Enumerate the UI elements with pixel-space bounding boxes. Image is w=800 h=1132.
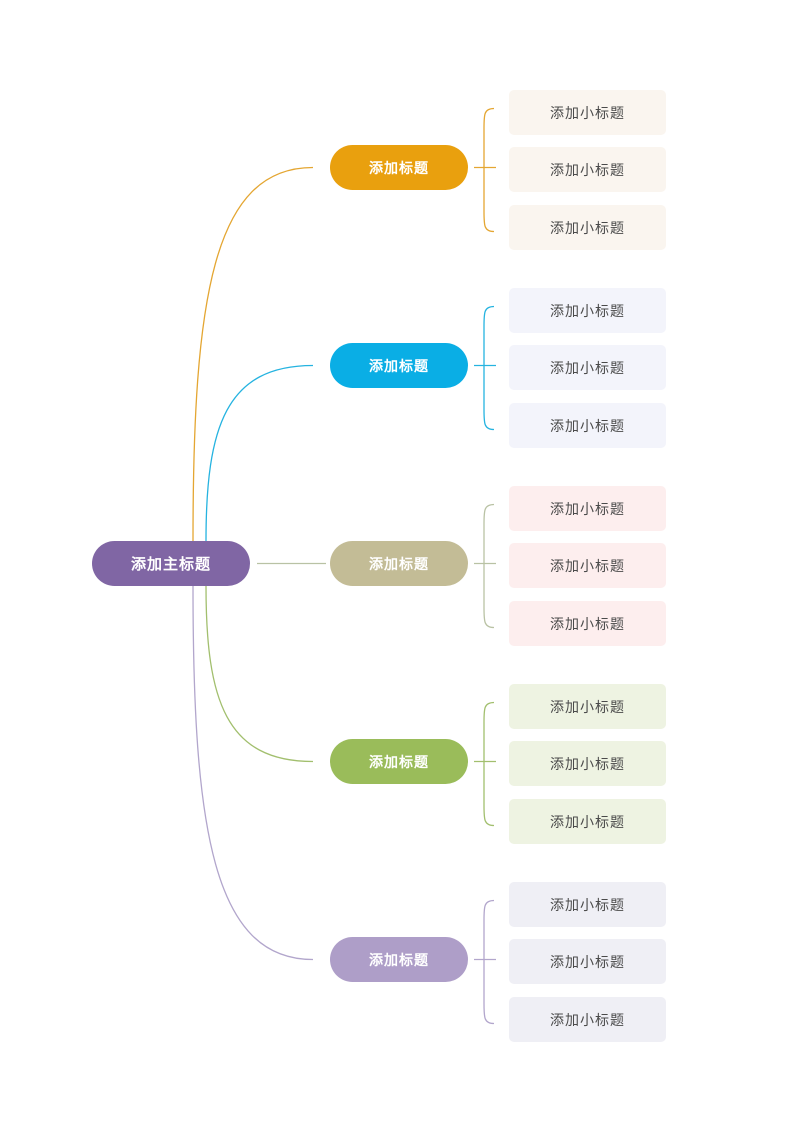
branch-node-2[interactable]: 添加标题	[330, 343, 468, 388]
root-connector-2	[205, 364, 314, 542]
main-title-node[interactable]: 添加主标题	[92, 541, 250, 586]
subtitle-node-2-2[interactable]: 添加小标题	[509, 345, 666, 390]
subtitle-node-5-2[interactable]: 添加小标题	[509, 939, 666, 984]
root-connector-5	[192, 585, 314, 961]
leaf-bracket-5	[483, 899, 495, 1025]
branch-node-4[interactable]: 添加标题	[330, 739, 468, 784]
leaf-bracket-1	[483, 107, 495, 233]
subtitle-node-2-3[interactable]: 添加小标题	[509, 403, 666, 448]
leaf-bracket-4	[483, 701, 495, 827]
subtitle-node-1-1[interactable]: 添加小标题	[509, 90, 666, 135]
branch-node-1[interactable]: 添加标题	[330, 145, 468, 190]
subtitle-node-5-3[interactable]: 添加小标题	[509, 997, 666, 1042]
subtitle-node-4-3[interactable]: 添加小标题	[509, 799, 666, 844]
leaf-bracket-2	[483, 305, 495, 431]
subtitle-node-5-1[interactable]: 添加小标题	[509, 882, 666, 927]
subtitle-node-1-2[interactable]: 添加小标题	[509, 147, 666, 192]
leaf-bracket-3	[483, 503, 495, 629]
root-connector-4	[205, 585, 314, 763]
subtitle-node-3-3[interactable]: 添加小标题	[509, 601, 666, 646]
branch-node-3[interactable]: 添加标题	[330, 541, 468, 586]
subtitle-node-3-2[interactable]: 添加小标题	[509, 543, 666, 588]
subtitle-node-3-1[interactable]: 添加小标题	[509, 486, 666, 531]
branch-node-5[interactable]: 添加标题	[330, 937, 468, 982]
subtitle-node-2-1[interactable]: 添加小标题	[509, 288, 666, 333]
root-connector-1	[192, 166, 314, 542]
subtitle-node-4-2[interactable]: 添加小标题	[509, 741, 666, 786]
subtitle-node-1-3[interactable]: 添加小标题	[509, 205, 666, 250]
subtitle-node-4-1[interactable]: 添加小标题	[509, 684, 666, 729]
